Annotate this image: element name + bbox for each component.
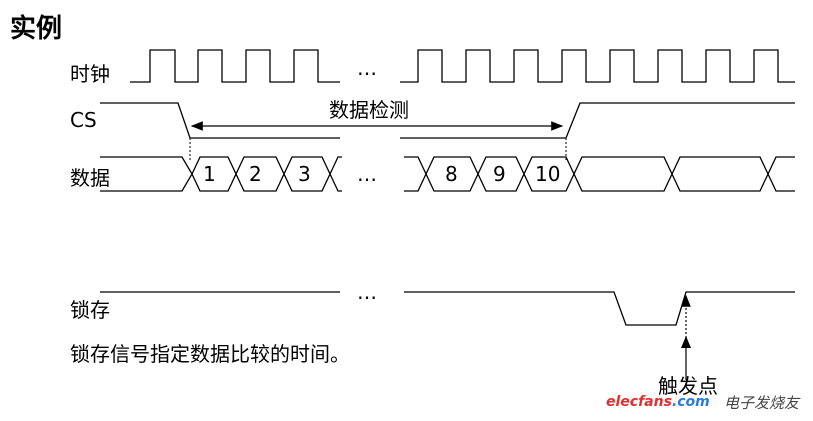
data-signal-label: 数据 bbox=[70, 166, 110, 190]
data-cell-2: 2 bbox=[249, 162, 262, 186]
latch-note: 锁存信号指定数据比较的时间。 bbox=[70, 342, 350, 366]
watermark-domain: .com bbox=[671, 394, 710, 410]
data-cell-1: 1 bbox=[203, 162, 216, 186]
cs-signal-label: CS bbox=[70, 108, 97, 132]
page-title: 实例 bbox=[10, 14, 63, 44]
trigger-point-label: 触发点 bbox=[658, 374, 718, 398]
cs-waveform bbox=[100, 102, 795, 139]
watermark-logo: elecfans.com bbox=[606, 394, 710, 410]
clock-waveform bbox=[130, 49, 795, 83]
clock-ellipsis: … bbox=[357, 56, 378, 80]
latch-waveform bbox=[100, 291, 795, 326]
watermark-brand: elecfans bbox=[606, 394, 672, 410]
latch-ellipsis: … bbox=[357, 280, 378, 304]
data-cell-9: 9 bbox=[493, 162, 506, 186]
latch-signal-label: 锁存 bbox=[70, 298, 110, 322]
trigger-arrow-head bbox=[681, 336, 691, 348]
data-cell-10: 10 bbox=[535, 162, 561, 186]
watermark-cn: 电子发烧友 bbox=[724, 394, 800, 412]
data-detect-label: 数据检测 bbox=[326, 94, 412, 123]
data-cell-3: 3 bbox=[298, 162, 311, 186]
data-cell-8: 8 bbox=[445, 162, 458, 186]
data-bus-waveform bbox=[100, 156, 795, 192]
clock-signal-label: 时钟 bbox=[70, 62, 110, 86]
data-ellipsis: … bbox=[357, 162, 378, 186]
